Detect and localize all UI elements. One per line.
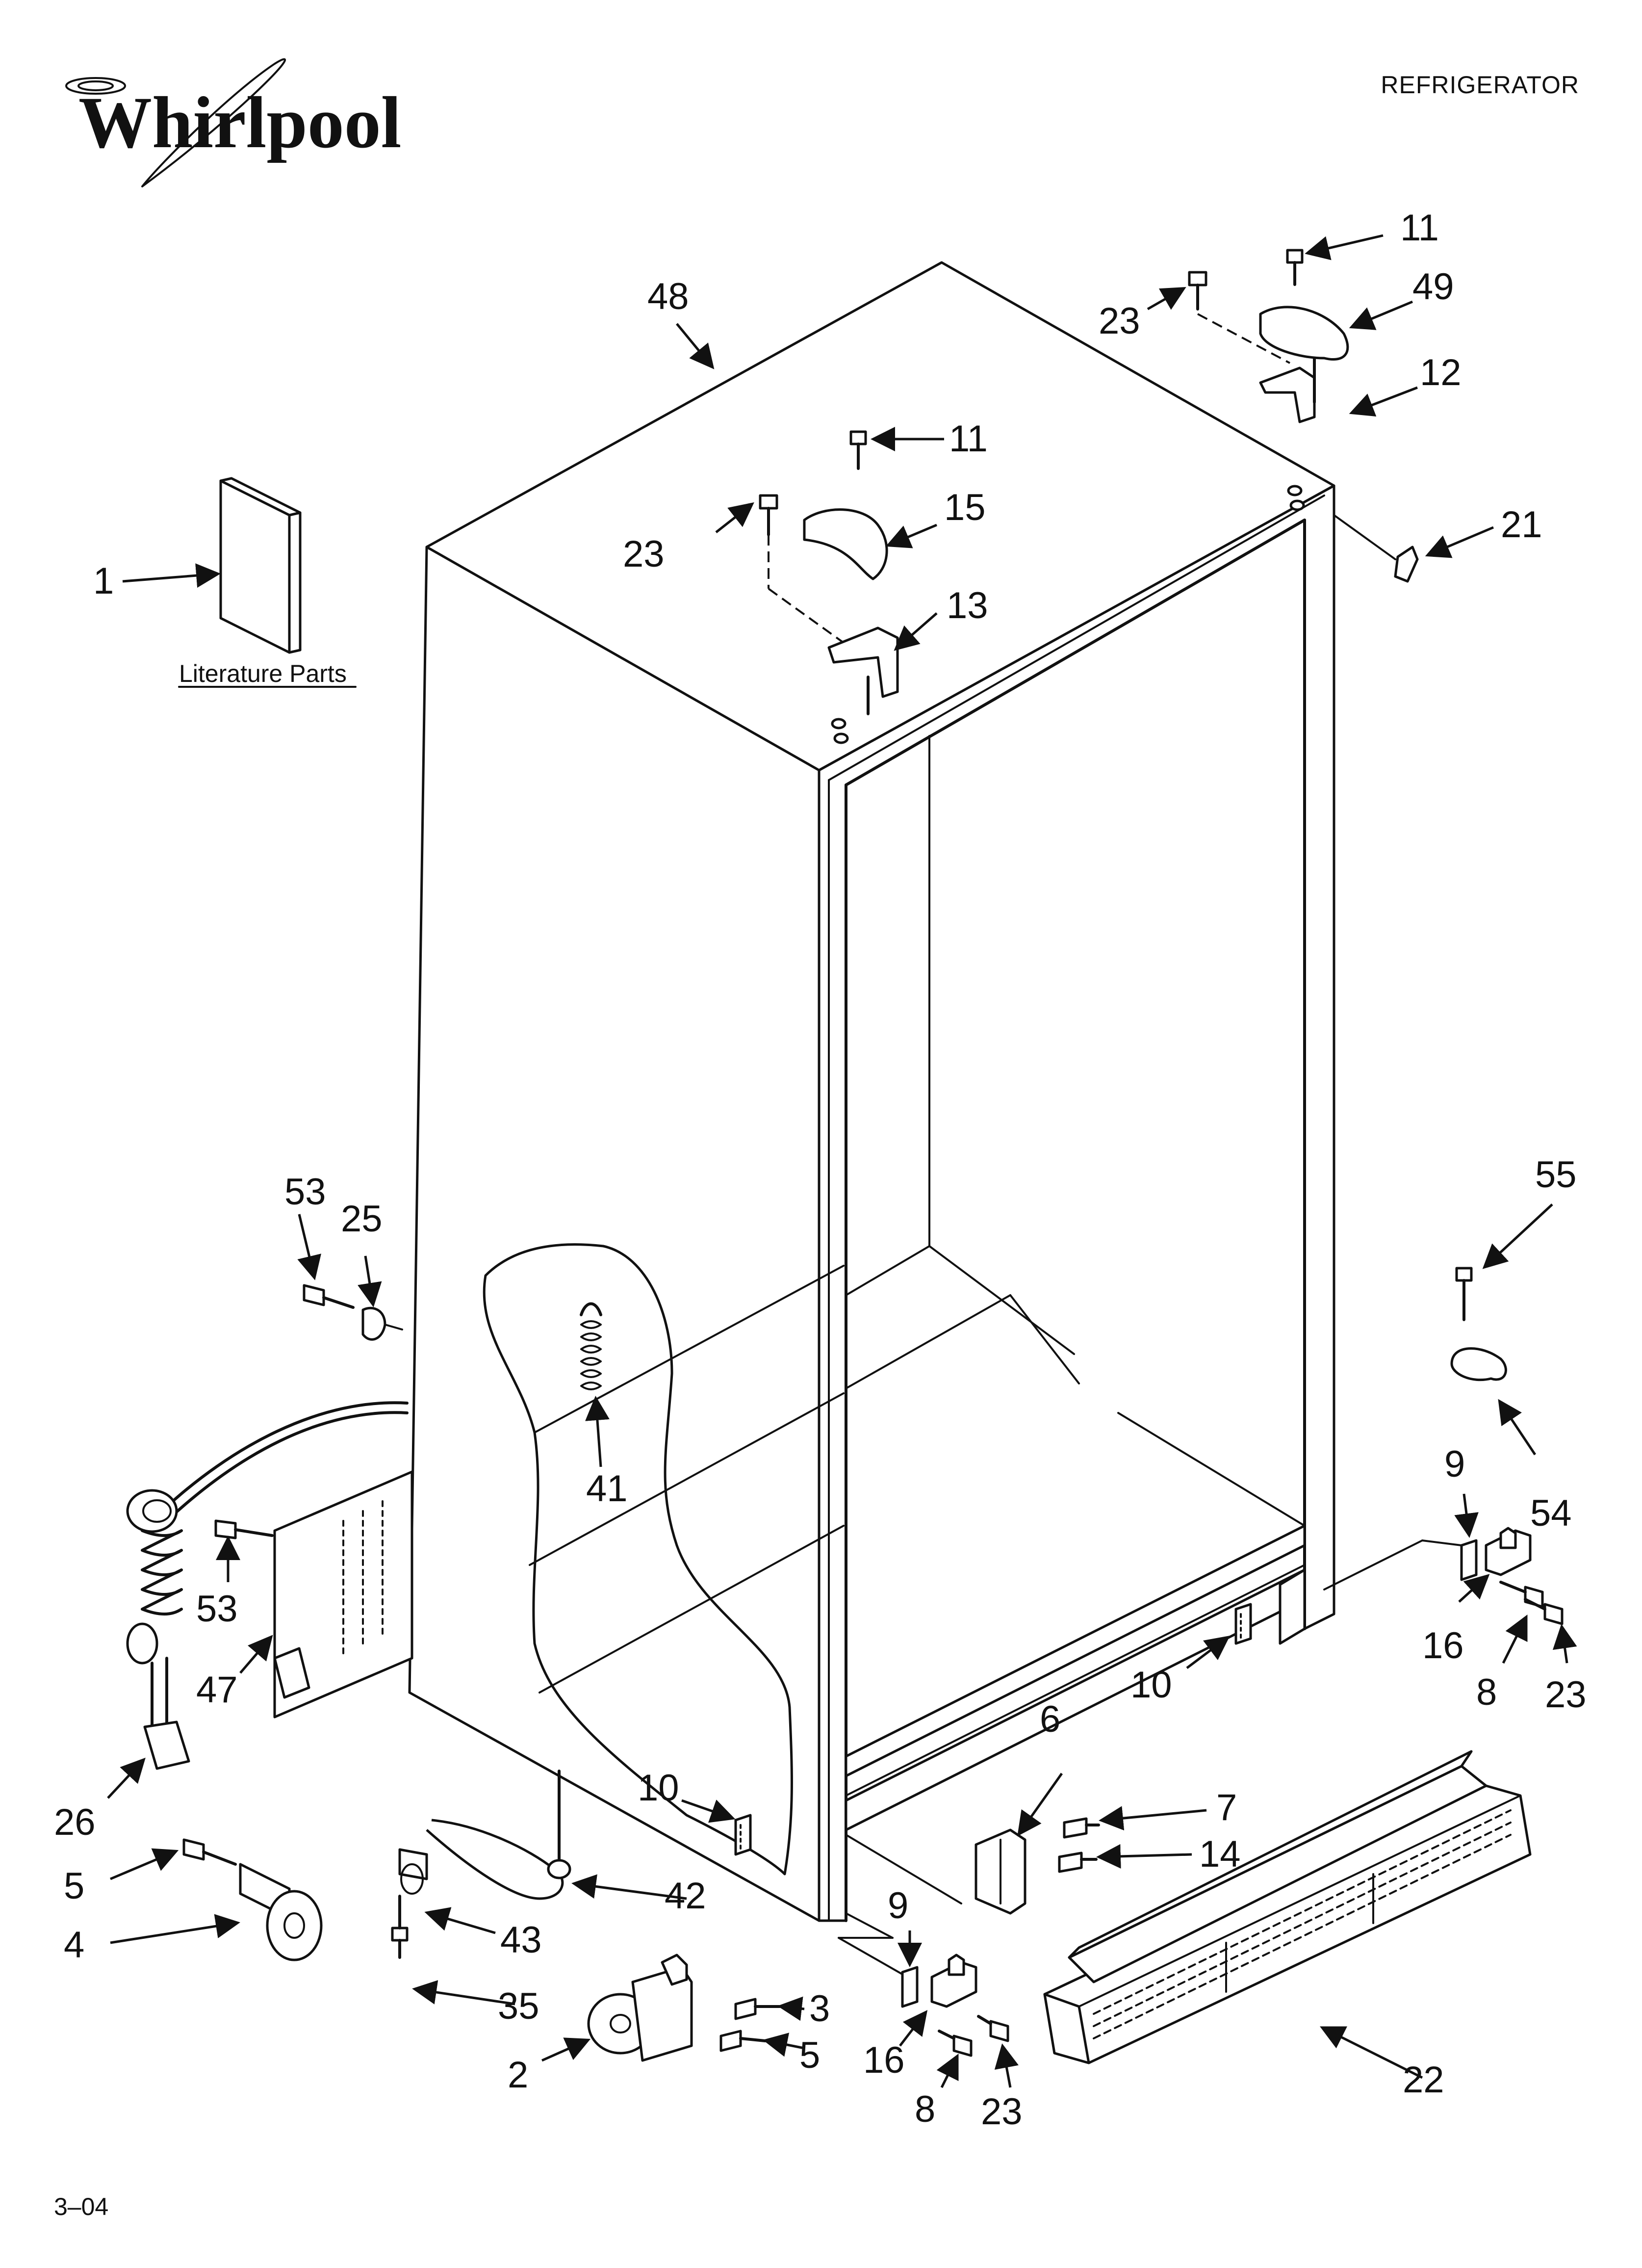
callout-5-left: 5: [64, 1865, 84, 1907]
screw-clip-53-25: [303, 1284, 403, 1341]
clamp-43: [391, 1848, 428, 1959]
top-hinge-right: [1188, 249, 1349, 423]
callout-2: 2: [508, 2054, 528, 2096]
top-hinge-left: [759, 430, 899, 715]
callout-8-right: 8: [1476, 1671, 1497, 1713]
callout-23-right-lower: 23: [1545, 1674, 1587, 1716]
callout-7: 7: [1216, 1787, 1237, 1828]
callout-22: 22: [1403, 2059, 1444, 2101]
callout-5-right: 5: [799, 2034, 820, 2076]
brand-wordmark: Whirlpool: [78, 82, 401, 163]
callout-23-right-top: 23: [1099, 300, 1140, 342]
callout-35: 35: [498, 1985, 539, 2027]
plug-part-21: [1333, 514, 1419, 583]
bracket-6: [845, 1817, 1100, 1915]
bracket-10-right: [1234, 1568, 1306, 1645]
cabinet-shell: [408, 261, 1335, 1922]
callout-9-right: 9: [1444, 1443, 1465, 1485]
callout-9-lower: 9: [888, 1885, 908, 1927]
callout-10-right: 10: [1130, 1664, 1172, 1706]
leveler-bracket-lower: [838, 1912, 1009, 2057]
callout-4: 4: [64, 1924, 84, 1966]
bracket-10-lower: [734, 1814, 752, 1856]
cam-54: [1450, 1267, 1507, 1382]
callout-8-lower: 8: [915, 2088, 935, 2130]
callout-41: 41: [586, 1468, 628, 1510]
junction-box-47: [214, 1470, 413, 1719]
callout-3: 3: [809, 1988, 830, 2030]
leveler-bracket-right: [1323, 1527, 1564, 1625]
callout-11-right: 11: [1400, 207, 1439, 249]
callout-42: 42: [665, 1875, 706, 1917]
drain-tube-42: [426, 1770, 571, 1900]
roller-4: [182, 1838, 323, 1961]
callout-43: 43: [500, 1919, 542, 1961]
power-cord-26: [126, 1401, 409, 1770]
page-title: REFRIGERATOR: [1381, 71, 1579, 99]
callout-23-lower: 23: [981, 2091, 1023, 2133]
spring-41: [580, 1302, 602, 1390]
callout-53-upper: 53: [284, 1171, 326, 1213]
wheel-bracket-2: [587, 1954, 781, 2062]
page-code: 3–04: [54, 2193, 108, 2220]
callout-49: 49: [1412, 266, 1454, 308]
whirlpool-logo: Whirlpool: [65, 58, 401, 187]
callout-55: 55: [1535, 1154, 1577, 1196]
callout-14: 14: [1199, 1833, 1241, 1875]
callout-16-right: 16: [1422, 1625, 1464, 1667]
callout-25: 25: [341, 1198, 383, 1240]
callout-53-lower: 53: [196, 1588, 238, 1630]
callout-13: 13: [947, 585, 988, 626]
callout-26: 26: [54, 1801, 96, 1843]
grille-slots: [1093, 1809, 1512, 2039]
literature-parts: [219, 477, 302, 654]
callout-10-lower: 10: [638, 1767, 679, 1809]
callout-1: 1: [93, 560, 114, 602]
callout-48: 48: [647, 276, 689, 317]
callout-6: 6: [1040, 1698, 1060, 1740]
callout-15: 15: [944, 487, 986, 528]
callout-47: 47: [196, 1669, 238, 1711]
callout-23-left: 23: [623, 533, 665, 575]
callout-12: 12: [1420, 352, 1462, 393]
callout-54: 54: [1530, 1492, 1572, 1534]
toe-grille-22: [1043, 1750, 1532, 2064]
callout-21: 21: [1501, 504, 1542, 546]
callout-16-lower: 16: [863, 2039, 905, 2081]
literature-parts-label: Literature Parts: [179, 660, 347, 687]
callout-11-left: 11: [949, 418, 988, 460]
